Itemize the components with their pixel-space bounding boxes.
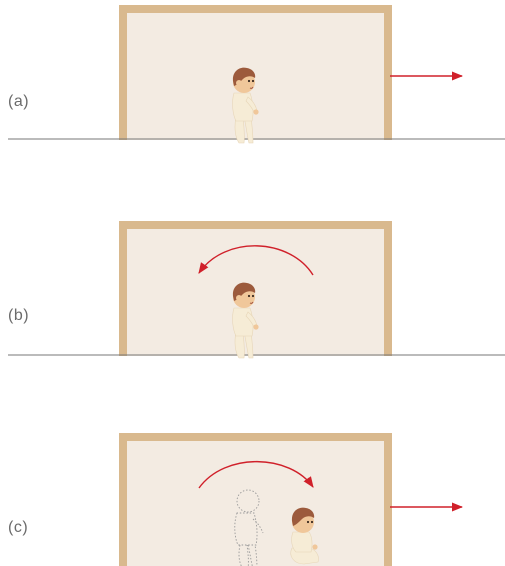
room-b [119, 221, 392, 356]
room-a [119, 5, 392, 140]
room-c [119, 433, 392, 566]
